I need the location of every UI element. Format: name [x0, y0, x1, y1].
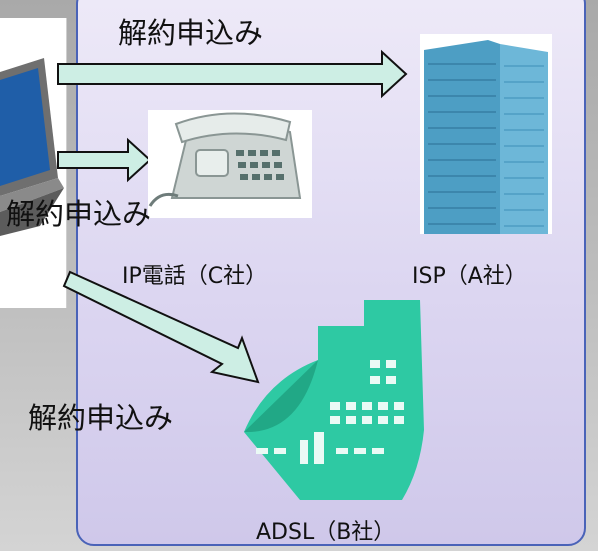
isp-caption: ISP（A社）: [412, 264, 527, 289]
arrow-to-isp: [57, 49, 408, 99]
cancel-request-label-middle: 解約申込み: [6, 197, 152, 231]
isp-building-icon: [420, 34, 552, 234]
ip-phone-caption: IP電話（C社）: [122, 264, 268, 289]
arrow-to-ip-phone: [57, 137, 152, 183]
arrow-to-adsl: [62, 270, 260, 384]
cancel-request-label-lower: 解約申込み: [28, 401, 174, 435]
cancel-request-label-top: 解約申込み: [118, 16, 264, 50]
adsl-building-icon: [244, 300, 424, 500]
adsl-caption: ADSL（B社）: [256, 520, 396, 545]
laptop-icon: [0, 58, 64, 236]
ip-phone-icon: [148, 110, 312, 218]
